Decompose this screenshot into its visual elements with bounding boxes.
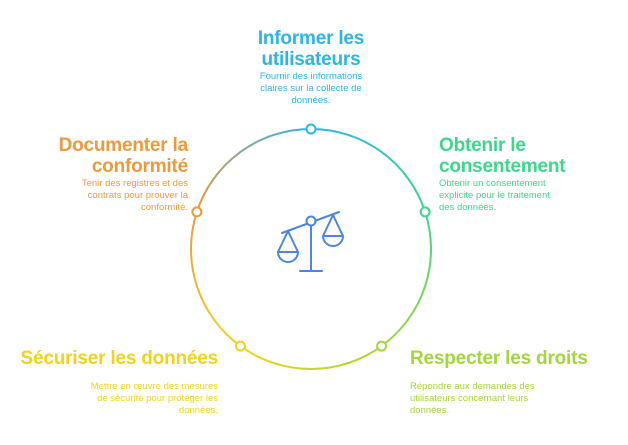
step-consent-description: Obtenir un consentement explicite pour l… <box>439 178 619 214</box>
desc-line: données. <box>291 95 331 106</box>
step-consent: Obtenir le consentement Obtenir un conse… <box>439 135 619 214</box>
step-rights: Respecter les droits Répondre aux demand… <box>410 348 610 417</box>
title-line: Respecter les droits <box>410 348 588 369</box>
title-line: conformité <box>91 156 188 177</box>
scales-pivot <box>305 215 317 227</box>
ring-arc-secure-to-document <box>190 211 242 347</box>
desc-line: des données. <box>439 202 497 213</box>
desc-line: explicite pour le traitement <box>439 190 550 201</box>
desc-line: de sécurité pour protéger les <box>97 393 218 404</box>
step-secure-description: Mettre en œuvre des mesures de sécurité … <box>10 381 218 417</box>
desc-line: Fournir des informations <box>259 71 363 82</box>
scales-left-pan <box>277 230 299 263</box>
step-secure: Sécuriser les données Mettre en œuvre de… <box>10 348 218 417</box>
scales-of-justice-icon <box>277 211 344 272</box>
title-line: Documenter la <box>58 135 189 156</box>
desc-line: conformité. <box>141 202 188 213</box>
desc-line: données. <box>178 405 218 416</box>
ring-node-document <box>191 206 203 218</box>
step-secure-title: Sécuriser les données <box>10 348 218 369</box>
scales-right-pan <box>322 214 344 247</box>
desc-line: claires sur la collecte de <box>260 83 362 94</box>
desc-line: Obtenir un consentement <box>439 178 546 189</box>
desc-line: utilisateurs concernant leurs <box>410 393 529 404</box>
step-document-title: Documenter la conformité <box>10 135 189 177</box>
ring-arc-rights-to-secure <box>239 345 383 370</box>
ring-arc-inform-to-consent <box>310 128 427 213</box>
step-inform-title: Informer les utilisateurs <box>215 28 407 70</box>
step-inform: Informer les utilisateurs Fournir des in… <box>215 28 407 107</box>
title-line: Obtenir le <box>439 135 526 156</box>
ring-node-consent <box>419 206 431 218</box>
desc-line: Mettre en œuvre des mesures <box>90 381 218 392</box>
ring-arc-consent-to-rights <box>380 211 432 347</box>
title-line: consentement <box>439 156 566 177</box>
title-line: utilisateurs <box>261 49 361 70</box>
ring-node-secure <box>234 340 246 352</box>
title-line: Sécuriser les données <box>20 348 218 369</box>
title-line: Informer les <box>257 28 365 49</box>
desc-line: Tenir des registres et des <box>81 178 188 189</box>
step-inform-description: Fournir des informations claires sur la … <box>215 71 407 107</box>
desc-line: Répondre aux demandes des <box>410 381 535 392</box>
ring-node-inform <box>305 123 317 135</box>
step-consent-title: Obtenir le consentement <box>439 135 619 177</box>
step-rights-description: Répondre aux demandes des utilisateurs c… <box>410 381 610 417</box>
step-document: Documenter la conformité Tenir des regis… <box>10 135 189 214</box>
ring-arc-document-to-inform <box>195 128 312 213</box>
ring-node-rights <box>376 340 388 352</box>
desc-line: contrats pour prouver la <box>87 190 188 201</box>
step-document-description: Tenir des registres et des contrats pour… <box>10 178 188 214</box>
desc-line: données. <box>410 405 450 416</box>
step-rights-title: Respecter les droits <box>410 348 610 369</box>
